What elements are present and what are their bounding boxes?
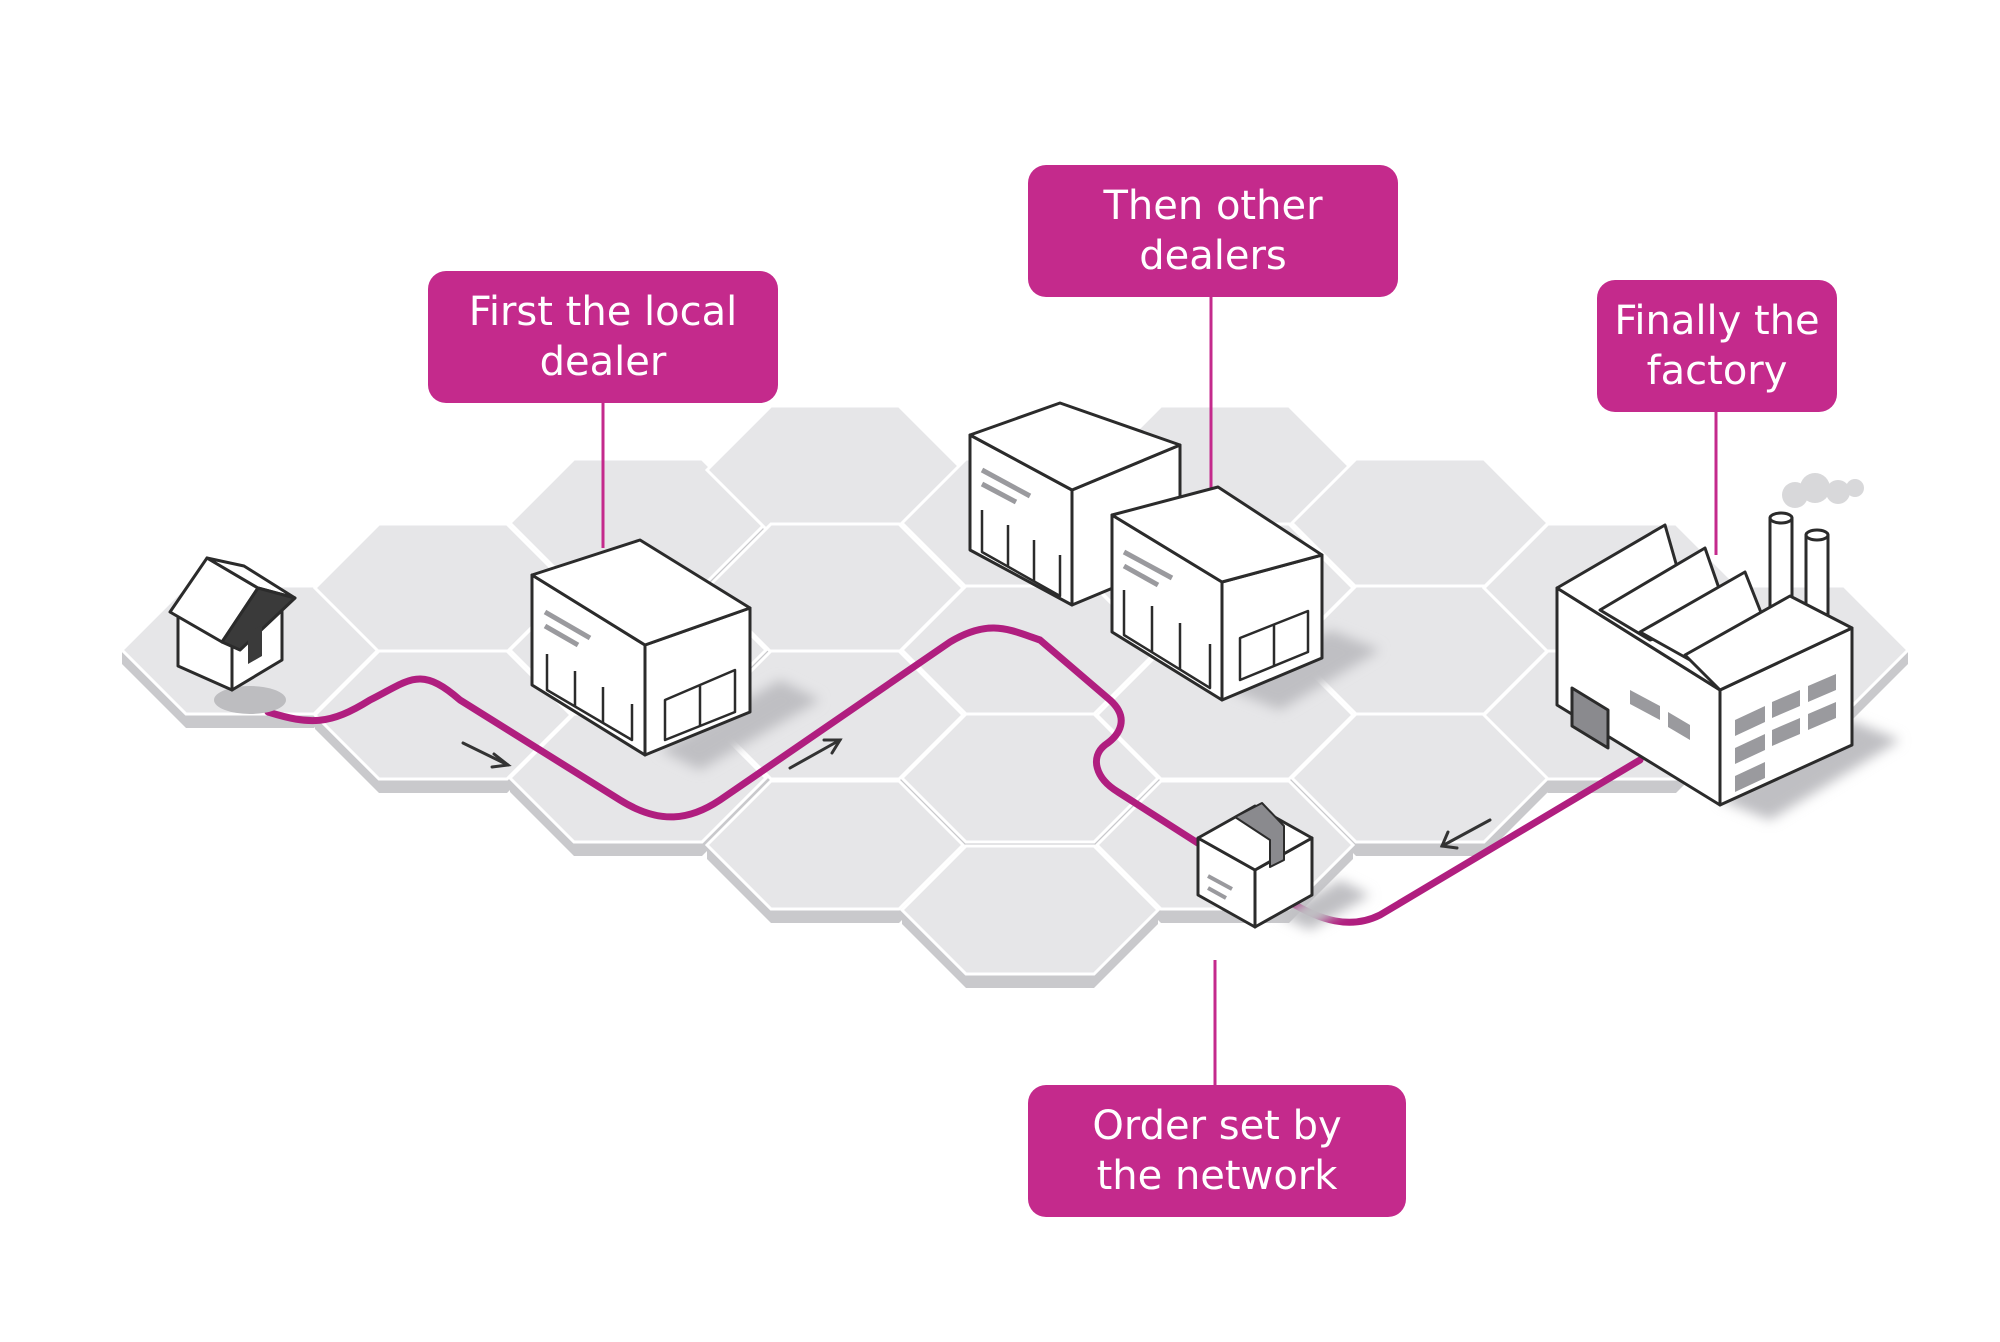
arrow-icon [461,741,512,769]
arrow-icon [1439,818,1492,850]
callout-text-line: First the local [468,289,738,335]
hex-tile [704,779,966,911]
dealer-building-icon [530,538,820,770]
callout-text-line: the network [1096,1153,1338,1199]
hex-tile [899,844,1161,976]
callout-text-line: dealers [1139,233,1287,279]
callout-connectors [601,297,1718,1085]
callout-text-line: factory [1646,348,1788,394]
callout-text-line: Finally the [1614,298,1820,344]
callout-text-line: dealer [539,339,667,385]
arrow-icon [788,738,843,770]
callout-other-dealers: Then other dealers [1028,165,1398,297]
package-icon [1196,802,1370,930]
factory-icon [1555,473,1900,820]
warehouse-icon [1110,485,1380,710]
house-icon [168,556,297,714]
smoke-icon [1782,473,1864,508]
route-path [264,624,1644,926]
callout-text-line: Order set by [1092,1103,1342,1149]
callout-text-line: Then other [1103,183,1323,229]
callout-factory: Finally the factory [1597,280,1837,412]
callout-local-dealer: First the local dealer [428,271,778,403]
callout-order-network: Order set by the network [1028,1085,1406,1217]
